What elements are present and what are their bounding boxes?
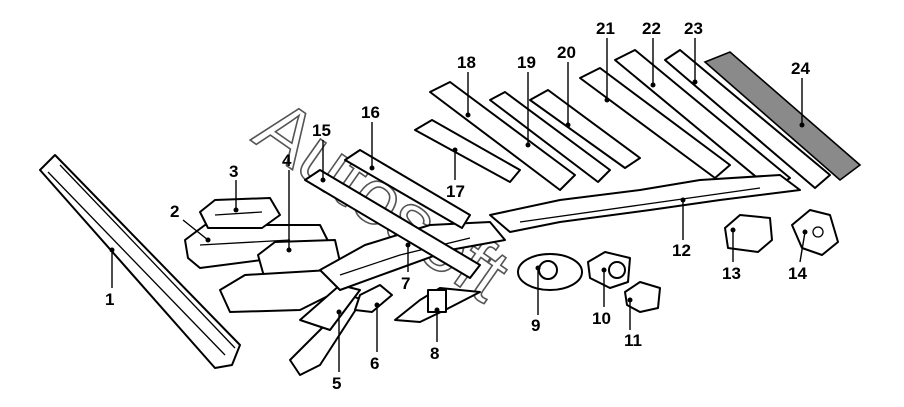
part-22-member bbox=[614, 49, 791, 191]
callout-20: 20 bbox=[557, 43, 576, 62]
callout-18: 18 bbox=[457, 53, 476, 72]
part-16-rail bbox=[344, 149, 471, 229]
part-24-rail bbox=[703, 51, 862, 182]
callout-12: 12 bbox=[672, 241, 691, 260]
callout-22: 22 bbox=[642, 19, 661, 38]
callout-leaders bbox=[111, 38, 806, 372]
part-19-member bbox=[489, 91, 611, 183]
callout-17: 17 bbox=[446, 182, 465, 201]
callout-7: 7 bbox=[401, 274, 410, 293]
part-12-frame-rail bbox=[489, 174, 801, 233]
callout-6: 6 bbox=[370, 354, 379, 373]
part-6-bracket bbox=[354, 284, 393, 313]
callout-13: 13 bbox=[722, 264, 741, 283]
part-14-bracket bbox=[791, 209, 839, 256]
part-20-member bbox=[529, 89, 641, 169]
part-5-sill bbox=[289, 284, 363, 376]
callout-1: 1 bbox=[105, 290, 114, 309]
callout-8: 8 bbox=[430, 344, 439, 363]
callout-24: 24 bbox=[791, 59, 810, 78]
part-21-member bbox=[579, 67, 731, 179]
part-9-mount bbox=[517, 253, 583, 291]
callout-23: 23 bbox=[684, 19, 703, 38]
callout-9: 9 bbox=[531, 316, 540, 335]
callout-2: 2 bbox=[170, 202, 179, 221]
part-17-rail bbox=[414, 119, 521, 183]
callout-19: 19 bbox=[517, 53, 536, 72]
callout-3: 3 bbox=[229, 162, 238, 181]
callout-15: 15 bbox=[312, 121, 331, 140]
part-15-rail bbox=[304, 169, 481, 279]
callout-10: 10 bbox=[592, 309, 611, 328]
part-11-mount bbox=[624, 281, 661, 313]
callout-4: 4 bbox=[282, 151, 292, 170]
part-3-bracket bbox=[199, 197, 281, 229]
callout-14: 14 bbox=[788, 264, 807, 283]
part-7-side-rail bbox=[319, 221, 506, 291]
part-18-member bbox=[429, 81, 576, 191]
part-13-bracket bbox=[724, 214, 773, 253]
callout-21: 21 bbox=[596, 19, 615, 38]
callout-5: 5 bbox=[332, 374, 341, 393]
callout-11: 11 bbox=[624, 331, 642, 350]
part-23-member bbox=[664, 49, 831, 189]
callout-16: 16 bbox=[361, 103, 380, 122]
part-10-mount bbox=[587, 251, 631, 289]
part-1-front-crossmember bbox=[39, 154, 241, 369]
callout-dots bbox=[109, 79, 808, 315]
